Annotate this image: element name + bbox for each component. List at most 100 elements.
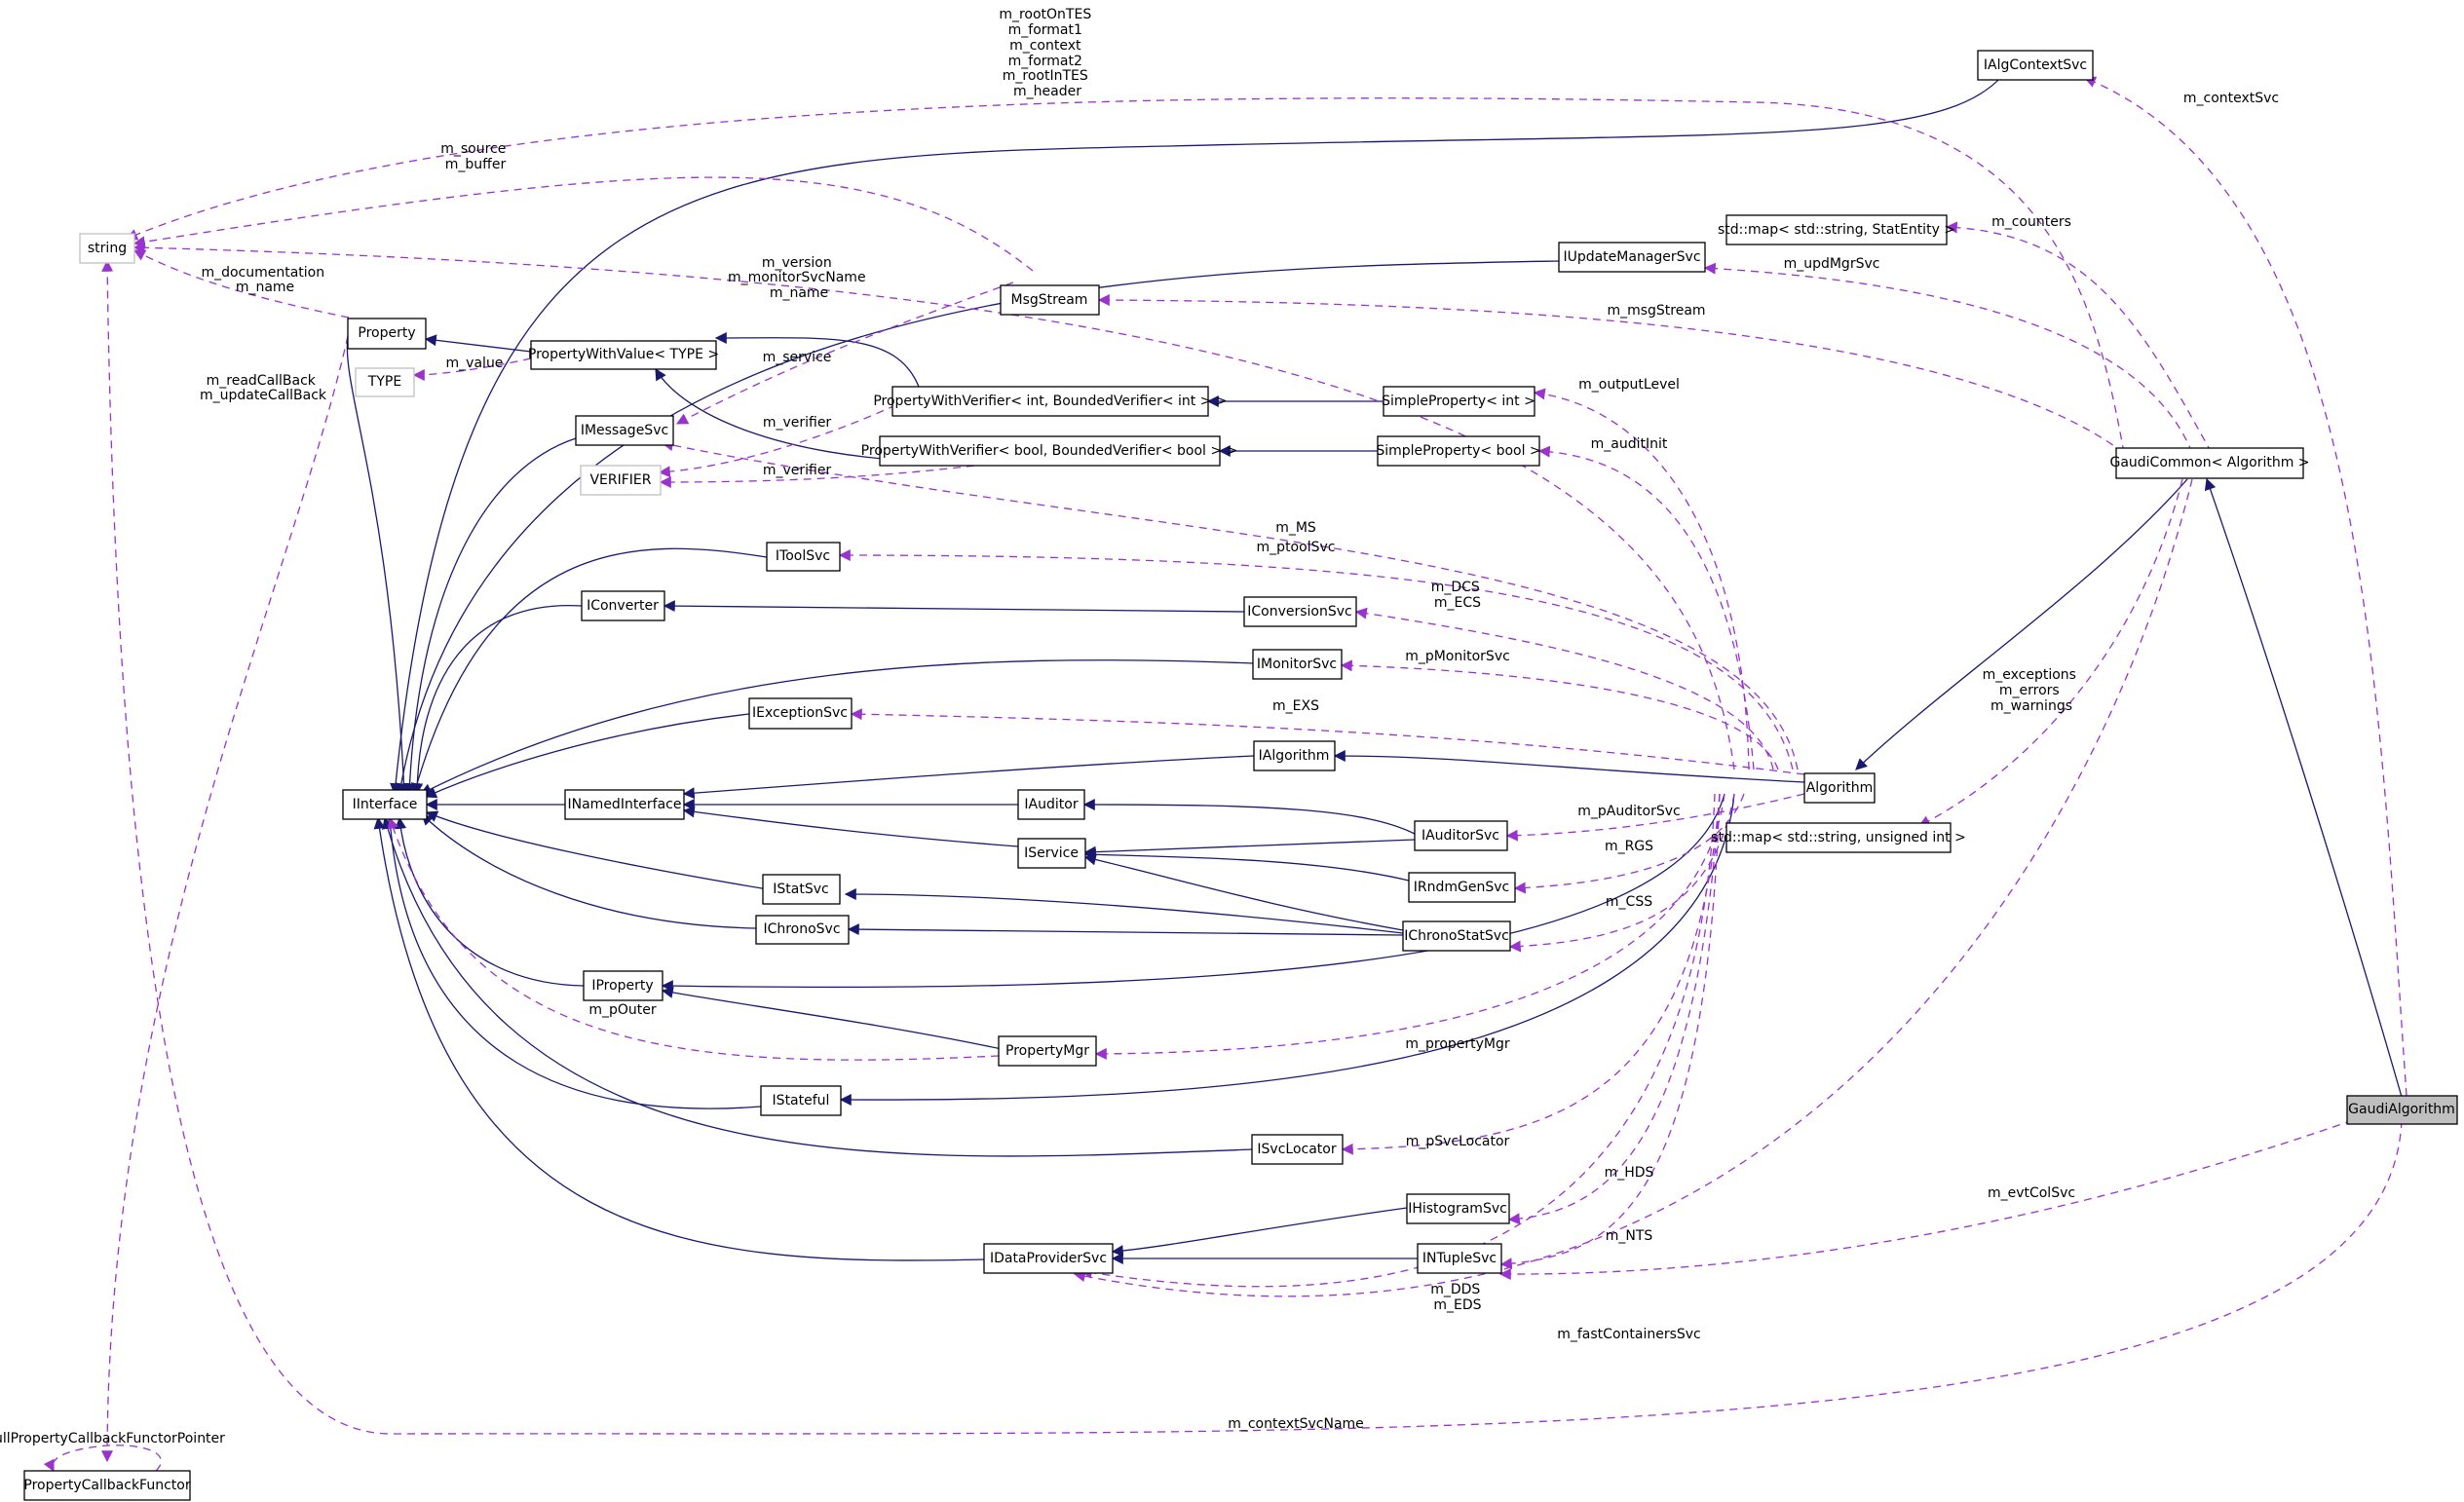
node-pwv-bool[interactable]: PropertyWithVerifier< bool, BoundedVerif… [861, 435, 1238, 467]
node-unsigned-int-map[interactable]: std::map< std::string, unsigned int > [1711, 822, 1966, 853]
label-doc-name: m_documentation m_name [201, 265, 328, 295]
edge-istatsvc-iinterface [425, 810, 769, 890]
node-gaudi-common[interactable]: GaudiCommon< Algorithm > [2109, 447, 2310, 479]
node-algorithm[interactable]: Algorithm [1803, 772, 1876, 804]
edge-use-service [675, 282, 1014, 425]
edge-iauditorsvc-iservice [1083, 839, 1416, 858]
node-iauditor-svc[interactable]: IAuditorSvc [1414, 820, 1508, 851]
node-iexception-svc[interactable]: IExceptionSvc [748, 697, 853, 730]
label-hds: m_HDS [1605, 1165, 1654, 1181]
edge-use-version-block [133, 242, 1735, 770]
edge-algorithm-iproperty [661, 793, 1725, 993]
node-property-callback-functor[interactable]: PropertyCallbackFunctor [23, 1470, 191, 1501]
edge-use-ptoolsvc [838, 549, 1794, 770]
node-property[interactable]: Property [347, 318, 427, 350]
svg-text:IAuditorSvc: IAuditorSvc [1422, 828, 1499, 844]
node-ihistogram-svc[interactable]: IHistogramSvc [1406, 1193, 1510, 1224]
label-exceptions-block: m_exceptions m_errors m_warnings [1983, 667, 2081, 714]
label-dds-eds: m_DDS m_EDS [1430, 1282, 1485, 1313]
edge-iupdatemanagersvc-iinterface [395, 260, 1560, 796]
node-iconversion-svc[interactable]: IConversionSvc [1243, 596, 1357, 627]
node-type[interactable]: TYPE [355, 367, 415, 397]
svg-text:ISvcLocator: ISvcLocator [1257, 1142, 1336, 1157]
edge-irndmgensvc-iservice [1083, 848, 1414, 882]
svg-text:IMonitorSvc: IMonitorSvc [1257, 657, 1337, 672]
edge-use-outputlevel [1533, 388, 1750, 770]
node-string[interactable]: string [79, 233, 135, 264]
edge-ihistogramsvc-idataprovidersvc [1111, 1207, 1408, 1258]
edge-isvclocator-iinterface [382, 816, 1253, 1157]
node-iconverter[interactable]: IConverter [581, 590, 665, 621]
node-ichrono-stat-svc[interactable]: IChronoStatSvc [1402, 920, 1511, 952]
node-imessage-svc[interactable]: IMessageSvc [575, 415, 674, 446]
node-ichrono-svc[interactable]: IChronoSvc [755, 915, 850, 945]
node-iproperty[interactable]: IProperty [583, 970, 663, 1001]
svg-text:IMessageSvc: IMessageSvc [581, 423, 668, 438]
node-ialg-context-svc[interactable]: IAlgContextSvc [1977, 50, 2094, 81]
svg-text:IToolSvc: IToolSvc [776, 548, 830, 564]
edge-use-exceptions [1917, 478, 2183, 827]
svg-text:IUpdateManagerSvc: IUpdateManagerSvc [1563, 249, 1700, 265]
node-gaudi-algorithm[interactable]: GaudiAlgorithm [2346, 1095, 2458, 1125]
node-msg-stream[interactable]: MsgStream [1000, 284, 1100, 316]
edge-iexceptionsvc-iinterface [424, 713, 750, 799]
node-iauditor[interactable]: IAuditor [1017, 789, 1085, 820]
edge-ialgorithm-inamedinterface [682, 755, 1255, 800]
label-source-buffer: m_source m_buffer [440, 141, 511, 172]
node-imonitor-svc[interactable]: IMonitorSvc [1252, 649, 1343, 680]
node-inamed-interface[interactable]: INamedInterface [564, 789, 685, 820]
svg-text:std::map< std::string, StatEnt: std::map< std::string, StatEntity > [1718, 222, 1955, 238]
edge-use-propertymgr [1094, 793, 1725, 1060]
edge-iconversionsvc-iconverter [663, 600, 1245, 613]
node-iservice[interactable]: IService [1017, 838, 1086, 869]
svg-text:IChronoStatSvc: IChronoStatSvc [1404, 928, 1509, 944]
node-property-mgr[interactable]: PropertyMgr [998, 1035, 1097, 1067]
node-iupdate-manager-svc[interactable]: IUpdateManagerSvc [1558, 242, 1706, 273]
node-isvc-locator[interactable]: ISvcLocator [1251, 1134, 1344, 1165]
edge-property-iinterface [346, 335, 410, 796]
svg-text:Property: Property [358, 325, 415, 341]
svg-text:MsgStream: MsgStream [1011, 292, 1088, 308]
label-upd-mgr-svc: m_updMgrSvc [1784, 256, 1880, 272]
svg-text:IInterface: IInterface [353, 797, 418, 812]
label-value: m_value [446, 356, 504, 371]
svg-text:IRndmGenSvc: IRndmGenSvc [1414, 880, 1509, 895]
edge-use-source-buffer [133, 176, 1034, 272]
label-property-mgr: m_propertyMgr [1405, 1036, 1510, 1052]
node-idata-provider-svc[interactable]: IDataProviderSvc [983, 1243, 1114, 1274]
svg-text:SimpleProperty< bool >: SimpleProperty< bool > [1376, 443, 1540, 459]
svg-text:IStatSvc: IStatSvc [773, 882, 828, 897]
svg-text:std::map< std::string, unsigne: std::map< std::string, unsigned int > [1711, 830, 1966, 845]
svg-text:SimpleProperty< int >: SimpleProperty< int > [1382, 394, 1535, 409]
node-verifier[interactable]: VERIFIER [580, 465, 662, 496]
svg-text:IProperty: IProperty [591, 978, 653, 994]
label-pouter: m_pOuter [588, 1002, 657, 1018]
node-property-with-value[interactable]: PropertyWithValue< TYPE > [528, 340, 719, 370]
edge-use-dds-eds [1080, 793, 1716, 1288]
node-simple-property-int[interactable]: SimpleProperty< int > [1382, 386, 1535, 417]
edge-use-pmonitorsvc [1340, 659, 1779, 770]
svg-text:IConverter: IConverter [587, 598, 659, 614]
label-context-svc: m_contextSvc [2183, 91, 2279, 106]
node-stat-entity-map[interactable]: std::map< std::string, StatEntity > [1718, 214, 1955, 245]
svg-text:string: string [88, 241, 127, 256]
edge-propertywithvalue-property [424, 334, 532, 353]
node-iinterface[interactable]: IInterface [342, 789, 428, 820]
node-istat-svc[interactable]: IStatSvc [762, 874, 841, 905]
label-audit-init: m_auditInit [1591, 436, 1668, 452]
label-callbacks: m_readCallBack m_updateCallBack [200, 373, 327, 403]
node-itool-svc[interactable]: IToolSvc [766, 542, 841, 572]
edge-use-dcs-ecs [1354, 607, 1774, 770]
svg-text:IService: IService [1024, 845, 1079, 861]
node-pwv-int[interactable]: PropertyWithVerifier< int, BoundedVerifi… [873, 386, 1228, 417]
node-istateful[interactable]: IStateful [760, 1085, 842, 1116]
edge-labels: m_rootOnTES m_format1 m_context m_format… [0, 7, 2279, 1446]
edge-ichronostatsvc-istatsvc [844, 888, 1404, 934]
edge-use-hds [1507, 793, 1721, 1225]
node-irndm-gen-svc[interactable]: IRndmGenSvc [1408, 872, 1516, 903]
node-ialgorithm[interactable]: IAlgorithm [1253, 740, 1336, 771]
node-simple-property-bool[interactable]: SimpleProperty< bool > [1376, 435, 1541, 467]
node-intuple-svc[interactable]: INTupleSvc [1417, 1243, 1502, 1274]
usage-edges [43, 76, 2407, 1473]
